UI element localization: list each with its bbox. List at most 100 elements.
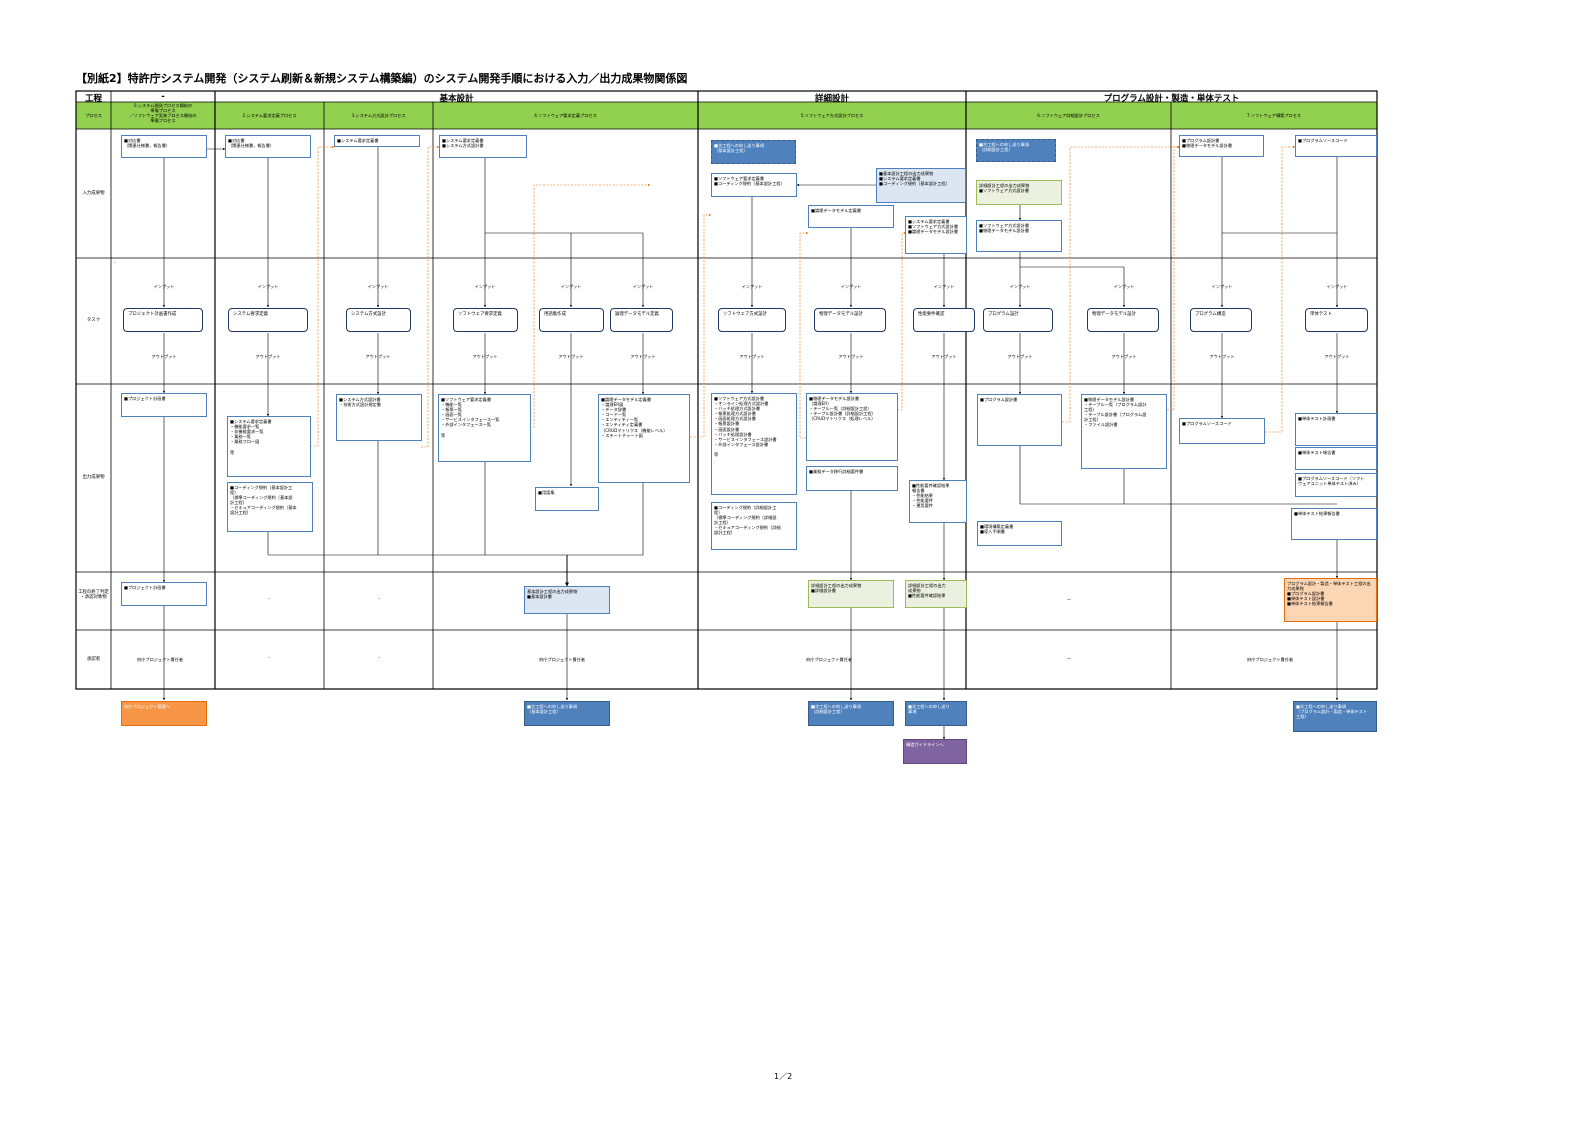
process-3: 3.システム方式設計プロセス <box>324 113 433 118</box>
task-4: 用語集作成 <box>539 308 604 332</box>
end-box-2: 詳細設計工程の出力成果物 ■詳細設計書 <box>808 580 894 608</box>
output-box-11: ■性能要件確認結果 報告書 ・性能結果 ・性能要件 ・運用要件 <box>909 480 967 523</box>
input-box-13: ■プログラムソースコード <box>1295 135 1377 157</box>
output-box-10: ■業務データ移行詳細要件書 <box>806 466 898 491</box>
input-box-1: ■対応書 （関連仕様書，報告書） <box>225 135 311 158</box>
task-12: 単体テスト <box>1305 308 1368 332</box>
output-box-9: ■物理データモデル設計書 （論理ER） ・テーブル一覧（詳細設計工程） ・テーブ… <box>806 393 898 461</box>
process-4: 4.ソフトウェア要求定義プロセス <box>433 113 698 118</box>
task-1: システム要求定義 <box>228 308 308 332</box>
row-label-output: 出力成果物 <box>76 475 111 480</box>
task-9: プログラム設計 <box>983 308 1053 332</box>
bottom-box-0: 府庁プロジェクト管理へ <box>121 701 207 726</box>
input-box-3: ■システム要求定義書 ■システム方式設計書 <box>439 135 527 158</box>
process-2: 2.システム要求定義プロセス <box>215 113 324 118</box>
bottom-box-1: ■次工程への申し送り事項 （基本設計工程） <box>524 701 610 726</box>
approver-0: 府庁プロジェクト責任者 <box>137 657 183 662</box>
output-box-0: ■プロジェクト計画書 <box>121 393 207 417</box>
approver-dash: － <box>1066 655 1071 662</box>
task-2: システム方式設計 <box>346 308 411 332</box>
input-label: インプット <box>1010 284 1031 290</box>
output-label: アウトプット <box>558 354 583 360</box>
output-box-7: ■ソフトウェア方式設計書 ・オンライン処理方式設計書 ・バッチ処理方式設計書 ・… <box>711 393 797 495</box>
output-box-17: ■単体テスト報告書 <box>1295 447 1377 470</box>
input-label: インプット <box>1114 284 1135 290</box>
output-label: アウトプット <box>1111 354 1136 360</box>
input-box-10: 詳細設計工程の出力成果物 ■ソフトウェア方式設計書 <box>976 180 1062 205</box>
output-box-19: ■単体テスト結果報告書 <box>1291 508 1377 540</box>
page-number: 1／2 <box>774 1071 792 1082</box>
approver-dash: - <box>268 655 270 661</box>
input-box-12: ■プログラム設計書 ■物理データモデル設計書 <box>1179 135 1264 157</box>
input-label: インプット <box>841 284 862 290</box>
task-0: プロジェクト計画書作成 <box>123 308 203 332</box>
output-box-18: ■プログラムソースコード（ソフト ウェアユニット単体テスト済み） <box>1295 473 1377 497</box>
row-label-approver: 承認者 <box>76 657 111 662</box>
output-label: アウトプット <box>1007 354 1032 360</box>
row-marker: - <box>114 260 115 265</box>
end-dash: － <box>1066 596 1071 603</box>
output-box-5: ■用語集 <box>535 487 599 511</box>
approver-2: 府庁プロジェクト責任者 <box>806 657 852 662</box>
stage-program: プログラム設計・製造・単体テスト <box>966 92 1377 104</box>
output-box-12: ■プログラム設計書 <box>977 394 1062 446</box>
output-label: アウトプット <box>255 354 280 360</box>
stage-detail-design: 詳細設計 <box>698 92 966 104</box>
input-label: インプット <box>742 284 763 290</box>
input-box-2: ■システム要求定義書 <box>334 135 420 147</box>
bottom-box-2: ■次工程への申し送り事項 （詳細設計工程） <box>808 701 894 726</box>
output-box-4: ■ソフトウェア要求定義書 ・機能一覧 ・帳票一覧 ・画面一覧 ・サービスインタフ… <box>438 394 531 462</box>
input-label: インプット <box>633 284 654 290</box>
output-label: アウトプット <box>630 354 655 360</box>
output-label: アウトプット <box>1209 354 1234 360</box>
input-label: インプット <box>368 284 389 290</box>
task-3: ソフトウェア要求定義 <box>453 308 518 332</box>
task-10: 物理データモデル設計 <box>1087 308 1159 332</box>
output-box-16: ■単体テスト計画書 <box>1295 413 1377 446</box>
output-label: アウトプット <box>365 354 390 360</box>
approver-3: 府庁プロジェクト責任者 <box>1247 657 1293 662</box>
output-box-3: ■システム方式設計書 ・技術方式設計規定書 <box>336 394 422 441</box>
task-7: 物理データモデル設計 <box>814 308 886 332</box>
end-box-1: 基本設計工程の出力成果物 ■基本設計書 <box>524 586 610 614</box>
output-box-1: ■システム要求定義書 ・機能要求一覧 ・非機能要求一覧 ・業務一覧 ・業務フロー… <box>227 416 311 477</box>
input-box-4: ■次工程への申し送り事項 （基本設計工程） <box>711 140 796 164</box>
process-6: 6.ソフトウェア詳細設計プロセス <box>966 113 1171 118</box>
approver-dash: - <box>378 655 380 661</box>
input-box-0: ■対応書 （関連仕様書，報告書） <box>121 135 207 158</box>
input-label: インプット <box>154 284 175 290</box>
output-box-6: ■論理データモデル定義書 ・論理ER図 ・データ辞書 ・コード一覧 ・エンティテ… <box>598 394 690 483</box>
end-box-0: ■プロジェクト計画書 <box>121 582 207 606</box>
output-label: アウトプット <box>931 354 956 360</box>
end-box-3: 詳細設計工程の出力 成果物 ■性能要件確認結果 <box>905 580 967 608</box>
output-box-15: ■プログラムソースコード <box>1179 418 1265 444</box>
input-label: インプット <box>475 284 496 290</box>
bottom-box-3: ■次工程への申し送り 事項 <box>905 701 967 726</box>
process-label: プロセス <box>76 113 111 118</box>
process-5: 5.ソフトウェア方式設計プロセス <box>698 113 966 118</box>
end-box-4: プログラム設計・製造・単体テスト工程の出 力成果物 ■プログラム設計書 ■単体テ… <box>1284 578 1377 622</box>
stage-dash: - <box>111 92 215 102</box>
input-label: インプット <box>561 284 582 290</box>
task-6: ソフトウェア方式設計 <box>718 308 786 332</box>
input-box-11: ■ソフトウェア方式設計書 ■物理データモデル設計書 <box>976 220 1062 252</box>
input-label: インプット <box>934 284 955 290</box>
process-0: 0.システム開発プロセス開始の 準備プロセス ／ソフトウェア実装プロセス開始の … <box>111 103 215 123</box>
output-label: アウトプット <box>739 354 764 360</box>
row-label-task: タスク <box>76 318 111 323</box>
output-label: アウトプット <box>1324 354 1349 360</box>
bottom-box-5: 構造ガイドラインへ <box>903 739 967 764</box>
end-dash: - <box>268 596 270 602</box>
input-box-9: ■次工程への申し送り事項 （詳細設計工程） <box>976 139 1056 162</box>
row-label-input: 入力成果物 <box>76 191 111 196</box>
output-label: アウトプット <box>472 354 497 360</box>
end-dash: - <box>378 596 380 602</box>
output-box-2: ■コーディング規約（基本設計工 程） （標準コーディング規約（基本設 計工程） … <box>227 482 313 532</box>
input-label: インプット <box>1212 284 1233 290</box>
output-label: アウトプット <box>151 354 176 360</box>
koutei-label: 工程 <box>76 92 111 104</box>
stage-basic-design: 基本設計 <box>215 92 698 104</box>
output-label: アウトプット <box>838 354 863 360</box>
row-label-end: 工程の終了判定 ・承認対象物 <box>76 590 111 601</box>
